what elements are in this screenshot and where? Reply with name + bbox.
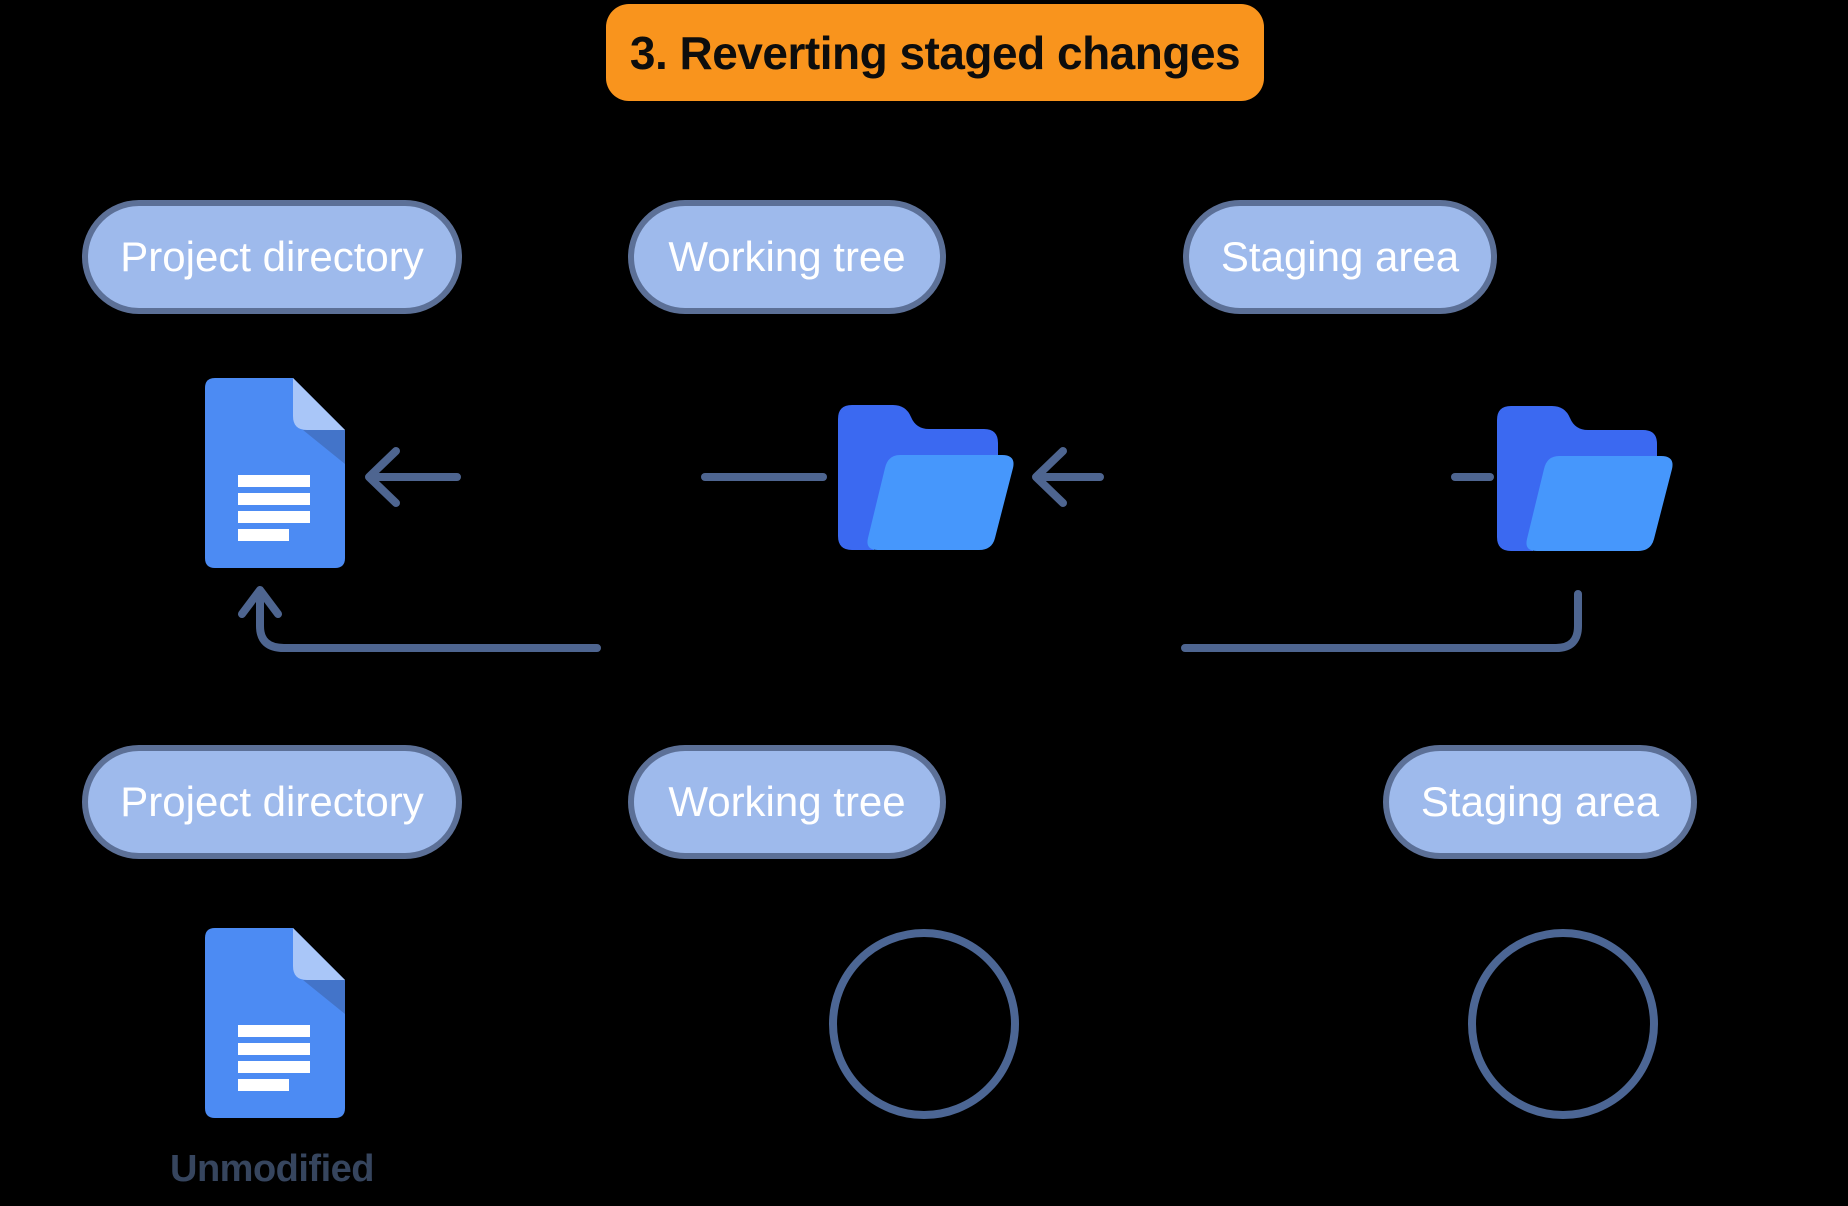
return-line-from-staging-area — [1181, 590, 1582, 652]
pill-label: Staging area — [1420, 778, 1660, 825]
pill-label: Project directory — [120, 233, 424, 280]
open-folder-icon — [838, 405, 1014, 550]
unmodified-label: Unmodified — [170, 1148, 374, 1190]
pill-working-tree-bottom: Working tree — [628, 745, 946, 859]
pill-label: Staging area — [1220, 233, 1460, 280]
page-title: 3. Reverting staged changes — [629, 26, 1241, 79]
pill-label: Working tree — [668, 233, 906, 280]
left-arrow-icon — [365, 447, 461, 507]
pill-label: Working tree — [668, 778, 906, 825]
empty-staging-area-circle — [1468, 929, 1658, 1119]
document-file-icon — [205, 378, 345, 568]
left-arrow-icon — [1032, 447, 1104, 507]
pill-staging-area-bottom: Staging area — [1383, 745, 1697, 859]
pill-project-directory-top: Project directory — [82, 200, 462, 314]
return-arrow-to-project-directory — [238, 586, 601, 652]
pill-project-directory-bottom: Project directory — [82, 745, 462, 859]
pill-working-tree-top: Working tree — [628, 200, 946, 314]
open-folder-icon — [1497, 406, 1673, 551]
title-banner: 3. Reverting staged changes — [606, 4, 1264, 101]
document-file-icon — [205, 928, 345, 1118]
pill-label: Project directory — [120, 778, 424, 825]
empty-working-tree-circle — [829, 929, 1019, 1119]
pill-staging-area-top: Staging area — [1183, 200, 1497, 314]
